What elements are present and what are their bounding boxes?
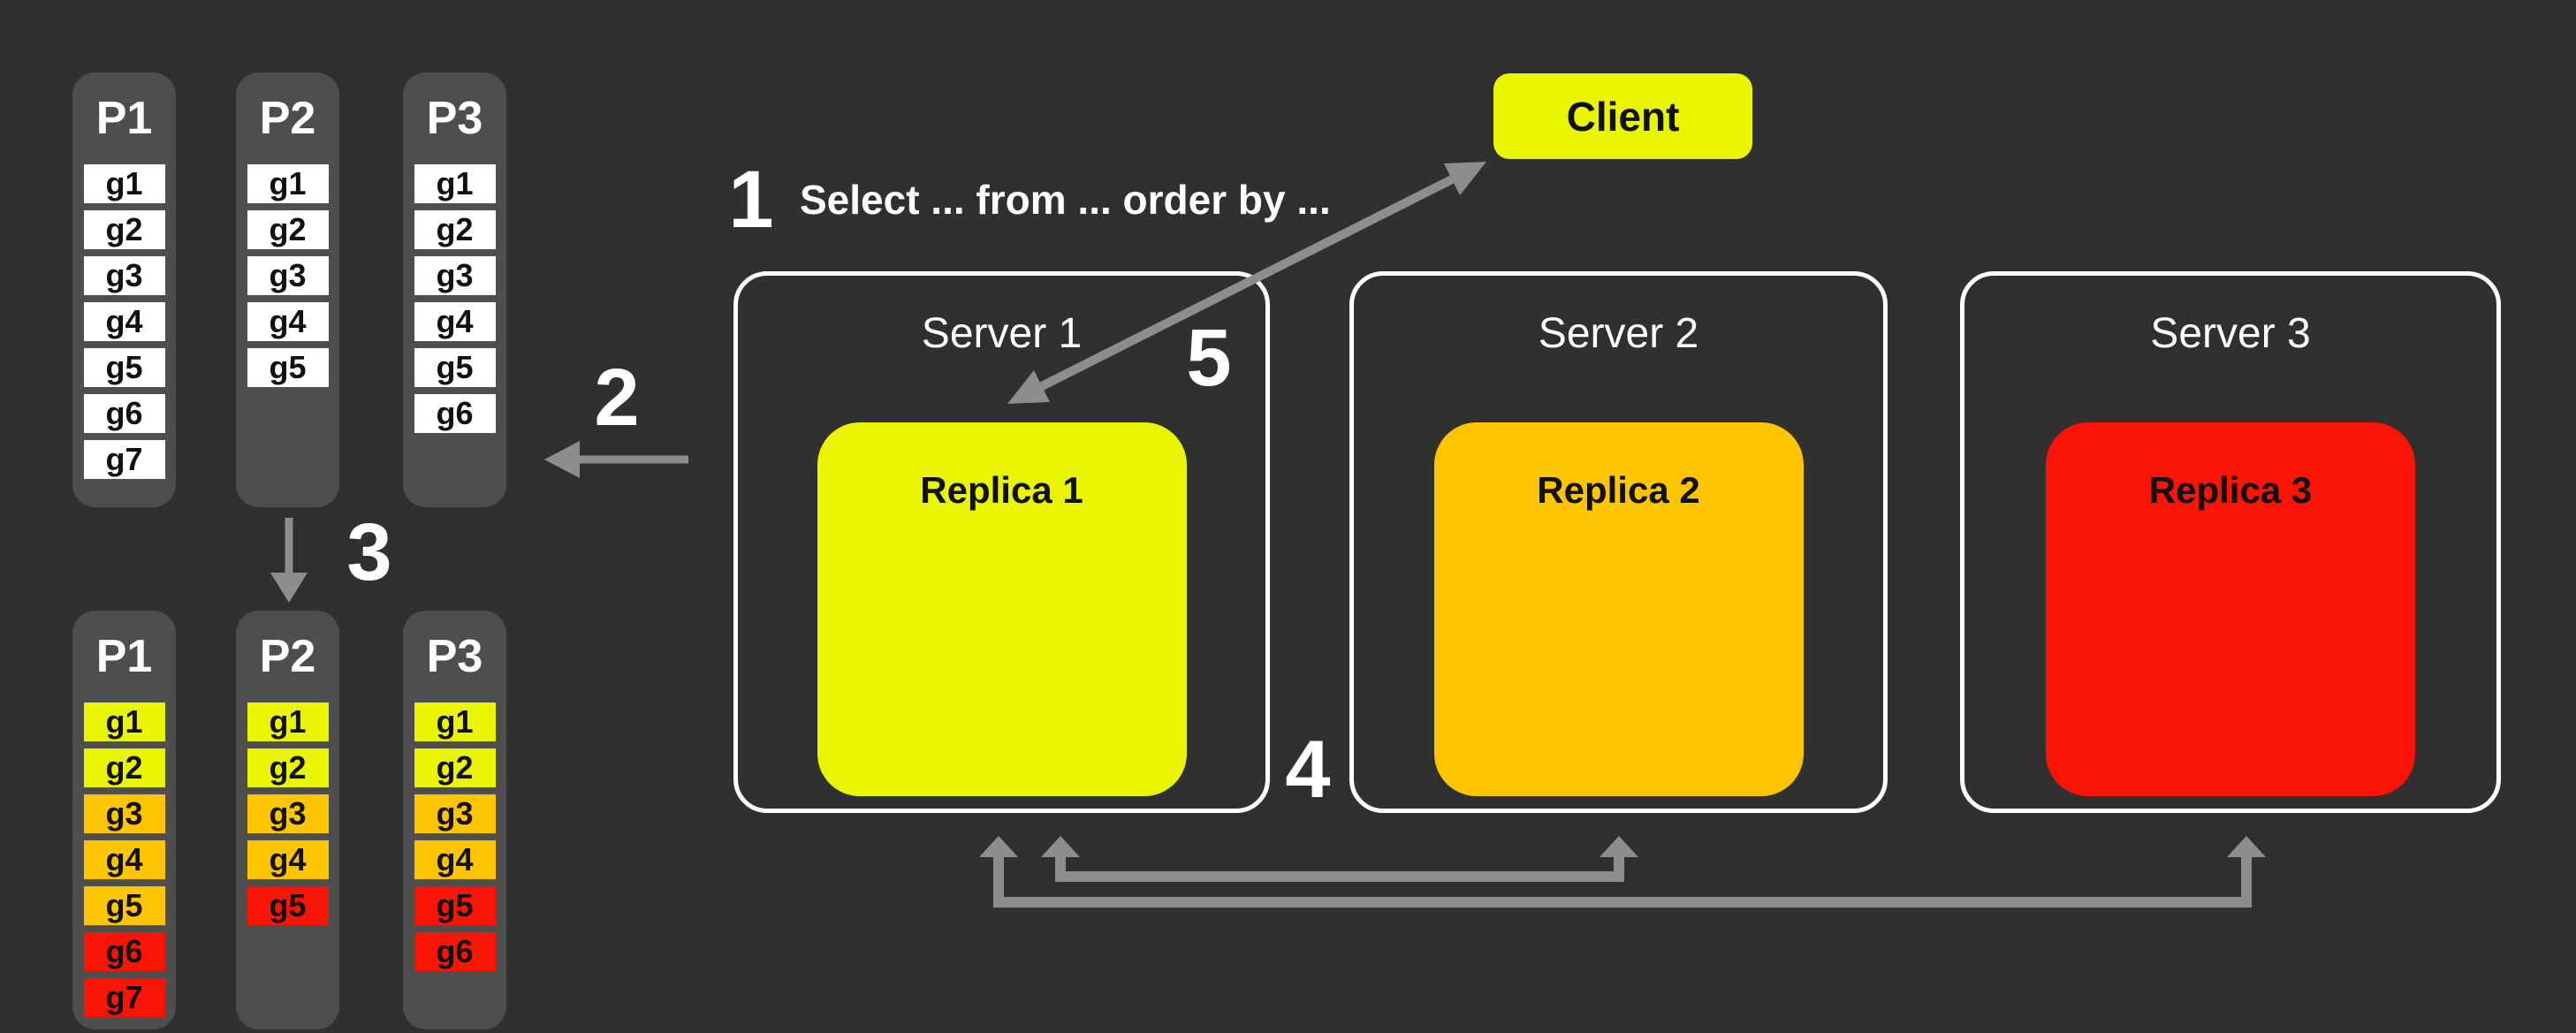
partition-title: P1 xyxy=(95,631,153,682)
partition-item-g3: g3 xyxy=(414,794,496,833)
partition-item-g3: g3 xyxy=(414,256,496,295)
step-3-label: 3 xyxy=(346,507,392,597)
partition-item-g6: g6 xyxy=(414,932,496,971)
partition-item-g2: g2 xyxy=(414,748,496,787)
partition-title: P1 xyxy=(95,93,153,144)
partition-item-g1: g1 xyxy=(247,164,329,203)
partition-item-g2: g2 xyxy=(247,748,329,787)
step-2-label: 2 xyxy=(594,353,640,443)
partition-item-g6: g6 xyxy=(83,394,165,433)
server-label: Server 1 xyxy=(921,310,1083,357)
partition-column-p1-bottom: P1 g1 g2 g3 g4 g5 g6 g7 xyxy=(72,611,176,1029)
arrow-sort-partitions xyxy=(270,518,308,603)
arrow-fetch-partitions xyxy=(544,441,688,478)
query-text: Select ... from ... order by ... xyxy=(800,177,1331,223)
partition-column-p2-top: P2 g1 g2 g3 g4 g5 xyxy=(236,72,339,507)
partition-item-g1: g1 xyxy=(83,703,165,741)
partition-item-g4: g4 xyxy=(414,302,496,341)
partition-item-g2: g2 xyxy=(414,210,496,249)
partition-title: P2 xyxy=(259,631,316,682)
replica-box-2: Replica 2 xyxy=(1433,422,1804,796)
partition-item-g3: g3 xyxy=(247,256,329,295)
partition-item-g4: g4 xyxy=(414,840,496,879)
partition-item-g5: g5 xyxy=(247,886,329,925)
replica-label: Replica 3 xyxy=(2148,469,2313,511)
server-label: Server 2 xyxy=(1538,310,1699,357)
partition-title: P2 xyxy=(259,93,316,144)
partition-item-g3: g3 xyxy=(247,794,329,833)
partition-item-g2: g2 xyxy=(247,210,329,249)
partition-item-g4: g4 xyxy=(247,840,329,879)
client-box: Client xyxy=(1493,73,1752,159)
partition-item-g4: g4 xyxy=(83,840,165,879)
arrow-server3-server1 xyxy=(979,836,2266,908)
partition-item-g1: g1 xyxy=(247,703,329,741)
partition-item-g5: g5 xyxy=(83,886,165,925)
partition-item-g4: g4 xyxy=(247,302,329,341)
replica-box-3: Replica 3 xyxy=(2046,422,2415,796)
partition-title: P3 xyxy=(426,93,483,144)
client-label: Client xyxy=(1566,93,1680,140)
server-box-2: Server 2 Replica 2 xyxy=(1349,271,1888,813)
partition-item-g5: g5 xyxy=(414,348,496,387)
step-4-label: 4 xyxy=(1285,725,1331,815)
partition-item-g1: g1 xyxy=(83,164,165,203)
server-label: Server 3 xyxy=(2150,310,2311,357)
partition-item-g1: g1 xyxy=(414,164,496,203)
partition-item-g2: g2 xyxy=(83,748,165,787)
server-box-1: Server 1 Replica 1 xyxy=(733,271,1270,813)
partition-item-g7: g7 xyxy=(83,440,165,479)
partition-item-g1: g1 xyxy=(414,703,496,741)
partition-column-p2-bottom: P2 g1 g2 g3 g4 g5 xyxy=(236,611,339,1029)
partition-item-g5: g5 xyxy=(414,886,496,925)
partition-column-p1-top: P1 g1 g2 g3 g4 g5 g6 g7 xyxy=(72,72,176,507)
partition-column-p3-bottom: P3 g1 g2 g3 g4 g5 g6 xyxy=(403,611,506,1029)
partition-column-p3-top: P3 g1 g2 g3 g4 g5 g6 xyxy=(403,72,506,507)
partition-item-g5: g5 xyxy=(247,348,329,387)
partition-item-g6: g6 xyxy=(414,394,496,433)
partition-item-g3: g3 xyxy=(83,794,165,833)
partition-item-g2: g2 xyxy=(83,210,165,249)
partition-item-g6: g6 xyxy=(83,932,165,971)
partition-item-g7: g7 xyxy=(83,978,165,1017)
server-box-3: Server 3 Replica 3 xyxy=(1960,271,2501,813)
partition-title: P3 xyxy=(426,631,483,682)
partition-item-g3: g3 xyxy=(83,256,165,295)
replica-label: Replica 1 xyxy=(920,469,1083,511)
partition-item-g5: g5 xyxy=(83,348,165,387)
partition-item-g4: g4 xyxy=(83,302,165,341)
arrow-server2-server1 xyxy=(1041,836,1638,882)
replica-label: Replica 2 xyxy=(1537,469,1700,511)
step-1-label: 1 xyxy=(728,155,774,245)
replica-box-1: Replica 1 xyxy=(817,422,1187,796)
